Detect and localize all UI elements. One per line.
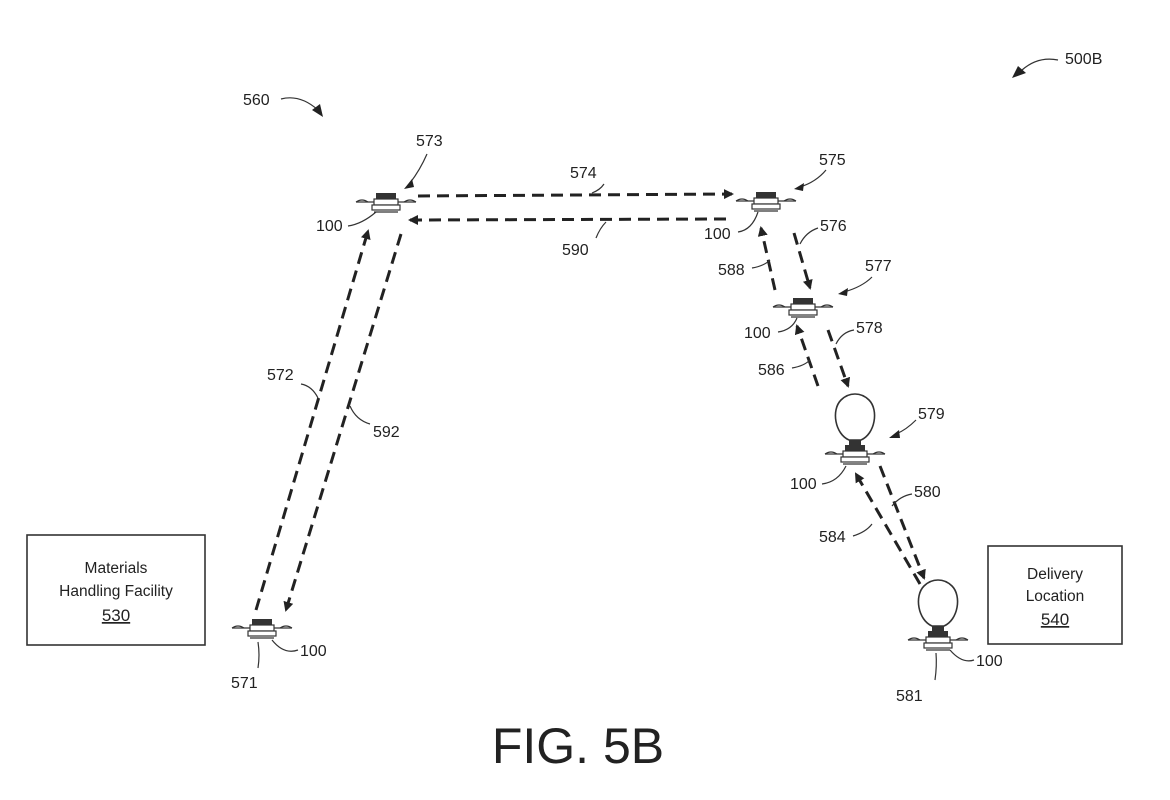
materials-facility-number: 530	[102, 606, 130, 625]
path-label-586: 586	[758, 362, 785, 379]
vehicle-ref: 100	[744, 325, 771, 342]
position-ref: 581	[896, 688, 923, 705]
path-label-572: 572	[267, 367, 294, 384]
drone-icon	[231, 618, 293, 639]
vehicle-ref: 100	[300, 643, 327, 660]
path-592	[283, 233, 403, 612]
path-label-588: 588	[718, 262, 745, 279]
package-icon	[917, 579, 959, 632]
materials-handling-facility-box: Materials Handling Facility 530	[26, 534, 206, 646]
drone-icon	[824, 444, 886, 465]
path-label-574: 574	[570, 165, 597, 182]
drone-position-571: 571 100	[231, 618, 327, 692]
path-586	[794, 324, 820, 387]
sequence-ref: 560	[243, 92, 270, 109]
path-572	[254, 229, 371, 611]
path-label-590: 590	[562, 242, 589, 259]
drone-position-581: 581 100	[896, 579, 1003, 705]
delivery-location-box: Delivery Location 540	[987, 545, 1123, 645]
figure-label: FIG. 5B	[492, 718, 664, 774]
path-580	[878, 465, 926, 580]
figure-reference-500b: 500B	[1012, 51, 1102, 78]
drone-position-575: 575 100	[704, 152, 846, 243]
delivery-location-line1: Delivery	[1027, 566, 1083, 583]
path-590	[408, 214, 727, 225]
vehicle-ref: 100	[790, 476, 817, 493]
path-588	[757, 226, 777, 291]
drone-icon	[772, 297, 834, 318]
path-labels: 574 590 572 592 576 588 578 586 580 584	[267, 165, 941, 546]
position-ref: 579	[918, 406, 945, 423]
reference-arrow-icon	[312, 104, 323, 117]
path-label-576: 576	[820, 218, 847, 235]
path-label-580: 580	[914, 484, 941, 501]
position-ref: 575	[819, 152, 846, 169]
vehicle-ref: 100	[976, 653, 1003, 670]
drone-position-577: 577 100	[744, 258, 892, 342]
position-ref: 571	[231, 675, 258, 692]
path-label-592: 592	[373, 424, 400, 441]
path-label-578: 578	[856, 320, 883, 337]
delivery-location-number: 540	[1041, 610, 1069, 629]
reference-arrow-icon	[1012, 66, 1026, 78]
materials-facility-line1: Materials	[85, 560, 148, 577]
figure-reference-560: 560	[243, 92, 323, 117]
materials-facility-line2: Handling Facility	[59, 583, 173, 600]
drone-icon	[355, 192, 417, 213]
path-578	[826, 329, 851, 388]
drone-icon	[907, 630, 969, 651]
figure-ref: 500B	[1065, 51, 1102, 68]
vehicle-ref: 100	[316, 218, 343, 235]
drone-icon	[735, 191, 797, 212]
vehicle-ref: 100	[704, 226, 731, 243]
path-576	[792, 232, 813, 290]
path-label-584: 584	[819, 529, 846, 546]
position-ref: 573	[416, 133, 443, 150]
path-584	[854, 472, 922, 585]
drone-position-573: 573 100	[316, 133, 443, 235]
package-icon	[834, 393, 876, 446]
position-ref: 577	[865, 258, 892, 275]
flight-paths	[254, 189, 926, 612]
delivery-location-line2: Location	[1026, 588, 1085, 605]
path-574	[417, 189, 734, 200]
drone-position-579: 579 100	[790, 393, 945, 493]
